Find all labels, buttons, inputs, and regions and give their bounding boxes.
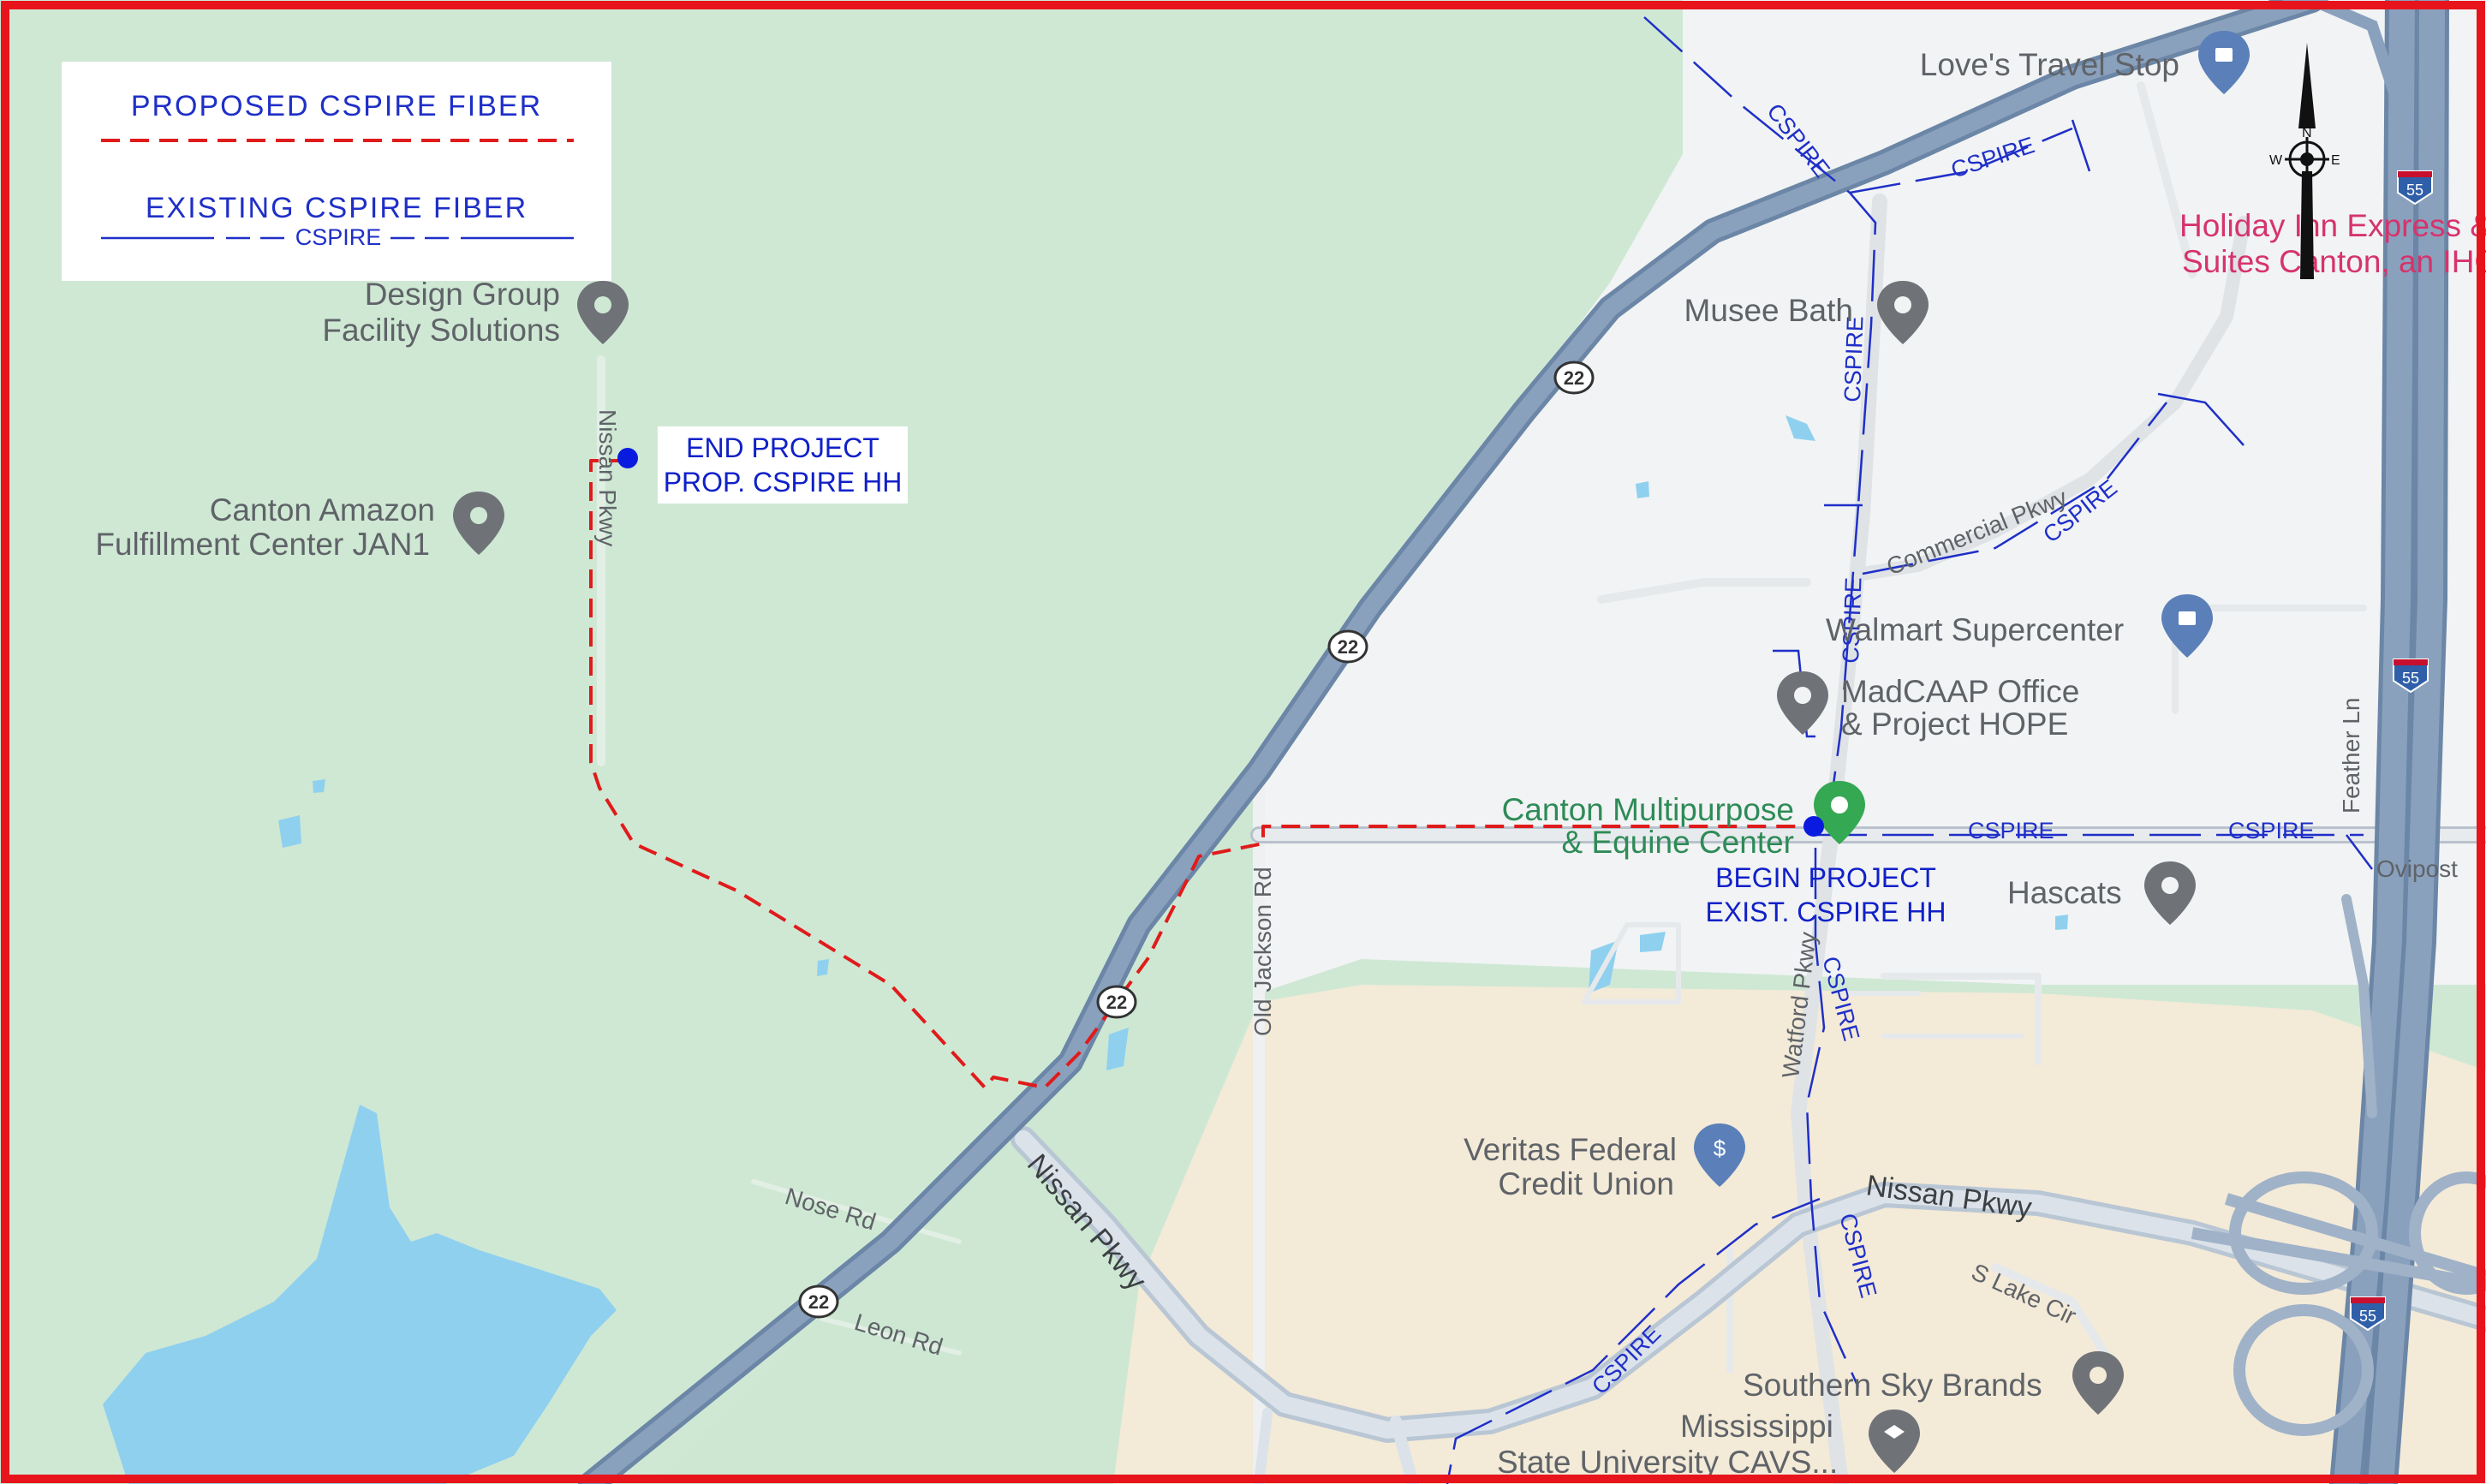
poi-loves[interactable]: Love's Travel Stop [1920,47,2179,82]
pond [1106,1028,1129,1070]
existing-fiber [1446,16,2373,1484]
poi-msu[interactable]: Mississippi [1680,1409,1833,1444]
fiber-label: CSPIRE [1968,818,2054,843]
pin-icon[interactable] [577,281,629,344]
north-arrow-icon: N S E W [2269,43,2340,279]
poi-holiday-inn[interactable]: Holiday Inn Express & [2179,208,2486,243]
svg-text:55: 55 [2406,182,2423,199]
end-project-callout: END PROJECT PROP. CSPIRE HH [658,426,908,504]
shopping-bag-icon[interactable] [2198,31,2250,94]
i-55 [2306,0,2449,1484]
hwy-22-shield: 22 [1553,361,1595,395]
nissan-pkwy [1010,1126,2486,1484]
pin-icon[interactable] [453,492,504,555]
svg-text:EXIST. CSPIRE HH: EXIST. CSPIRE HH [1706,897,1946,927]
poi-design-group[interactable]: Facility Solutions [322,313,560,348]
hwy-22-shield: 22 [1096,985,1137,1019]
poi-amazon[interactable]: Fulfillment Center JAN1 [95,527,430,562]
poi-southern-sky[interactable]: Southern Sky Brands [1743,1368,2042,1403]
legend-existing-label: EXISTING CSPIRE FIBER [146,192,528,224]
road-label-old-jackson: Old Jackson Rd [1249,867,1276,1036]
pond [2055,915,2068,930]
svg-text:PROP. CSPIRE HH: PROP. CSPIRE HH [664,467,903,498]
svg-text:W: W [2269,153,2283,168]
poi-musee-bath[interactable]: Musee Bath [1684,293,1853,328]
hwy-22-shield: 22 [798,1284,839,1319]
svg-text:BEGIN PROJECT: BEGIN PROJECT [1715,862,1936,893]
fiber-label: CSPIRE [1838,577,1866,665]
svg-text:END PROJECT: END PROJECT [686,432,879,463]
poi-msu[interactable]: State University CAVS... [1497,1445,1838,1480]
pond [817,959,829,976]
poi-holiday-inn[interactable]: Suites Canton, an IHG [2182,244,2486,279]
begin-handhole-marker[interactable] [1803,816,1824,837]
poi-veritas[interactable]: Veritas Federal [1464,1132,1677,1167]
poi-design-group[interactable]: Design Group [365,277,560,312]
pin-icon[interactable] [2072,1351,2124,1415]
shopping-bag-icon[interactable] [2161,594,2213,658]
park-strip [651,771,1259,1484]
svg-text:22: 22 [1564,367,1584,389]
poi-madcaap[interactable]: & Project HOPE [1841,706,2068,742]
poi-amazon[interactable]: Canton Amazon [210,492,435,527]
bank-pin-icon[interactable]: $ [1694,1123,1745,1187]
begin-project-callout: BEGIN PROJECT EXIST. CSPIRE HH [1706,862,1946,927]
poi-canton-multipurpose[interactable]: Canton Multipurpose [1502,792,1794,827]
svg-text:N: N [2302,126,2312,140]
proposed-fiber [589,459,1815,1089]
poi-hascats[interactable]: Hascats [2007,875,2122,910]
park-pin-icon[interactable] [1814,781,1865,844]
road-label-ovipost: Ovipost [2376,855,2458,882]
road-label-feather: Feather Ln [2338,698,2364,814]
pond [313,779,325,793]
lake [103,1105,617,1484]
svg-text:22: 22 [808,1291,829,1313]
svg-text:22: 22 [1338,636,1358,658]
legend: PROPOSED CSPIRE FIBER EXISTING CSPIRE FI… [62,62,611,281]
pond [1636,481,1649,498]
road-label-nissan-vertical: Nissan Pkwy [594,409,621,546]
pond [1640,932,1666,952]
end-handhole-marker[interactable] [617,448,638,468]
fiber-label: CSPIRE [2228,818,2315,843]
fiber-label: CSPIRE [1839,316,1868,403]
hwy-22 [578,0,2325,1484]
poi-walmart[interactable]: Walmart Supercenter [1826,612,2124,647]
pin-icon[interactable] [2144,861,2196,925]
svg-text:E: E [2331,153,2340,168]
minor-roads [597,81,2486,1484]
svg-text:22: 22 [1106,992,1127,1013]
svg-text:55: 55 [2359,1308,2376,1325]
svg-text:S: S [2302,182,2311,197]
i55-shield: 55 [2397,170,2433,206]
i55-shield: 55 [2350,1296,2386,1332]
pin-icon[interactable] [1777,671,1828,735]
pond [1786,415,1815,441]
hwy-22-shield: 22 [1327,629,1368,664]
poi-madcaap[interactable]: MadCAAP Office [1841,674,2079,709]
school-pin-icon[interactable] [1869,1410,1920,1473]
pin-icon[interactable] [1877,281,1929,344]
legend-proposed-label: PROPOSED CSPIRE FIBER [131,90,542,122]
interchange [2191,1171,2486,1436]
pond [278,815,301,848]
i55-shield: 55 [2393,659,2429,694]
svg-text:$: $ [1714,1135,1726,1161]
legend-existing-inline: CSPIRE [295,224,382,250]
svg-text:55: 55 [2402,670,2419,687]
poi-canton-multipurpose[interactable]: & Equine Center [1561,825,1794,860]
poi-veritas[interactable]: Credit Union [1498,1166,1674,1201]
